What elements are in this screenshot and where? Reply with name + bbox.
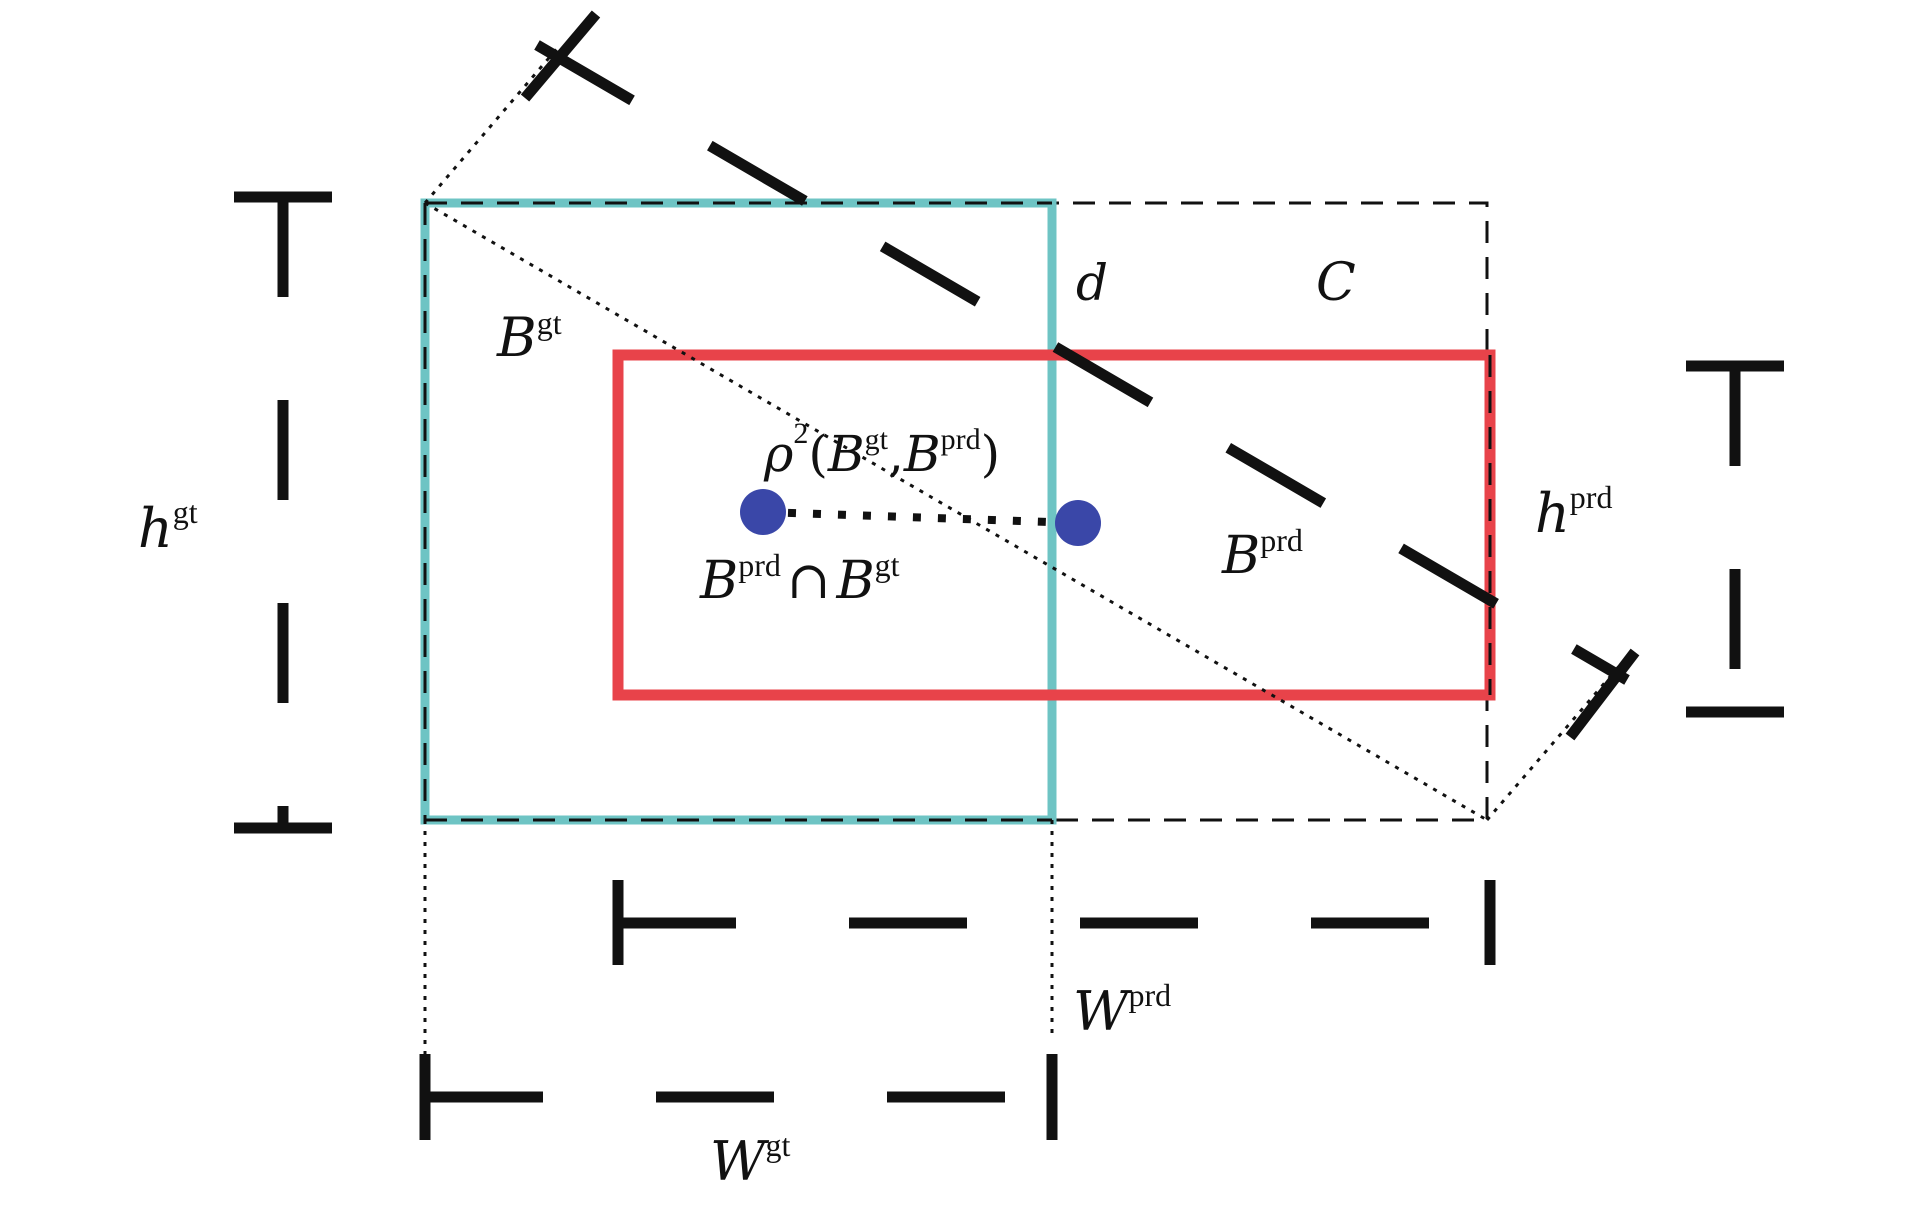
diagonal-connector-top — [423, 44, 562, 204]
label-b-gt: Bgt — [496, 305, 562, 369]
enclosing-box-diagonal — [424, 201, 1488, 822]
height-dimension-gt — [234, 191, 332, 834]
label-w-gt: Wgt — [710, 1127, 791, 1193]
label-h-gt: hgt — [138, 494, 198, 560]
diagonal-dimension-d — [520, 10, 1640, 741]
label-rho-distance: ρ2(Bgt,Bprd) — [763, 417, 1000, 483]
label-c: C — [1316, 253, 1356, 313]
label-b-prd: Bprd — [1221, 522, 1303, 586]
predicted-box — [612, 349, 1496, 701]
width-dimension-prd — [612, 880, 1496, 965]
ground-truth-center-point — [740, 489, 786, 535]
height-dimension-prd — [1686, 360, 1784, 718]
diagonal-connector-bottom — [1485, 664, 1622, 821]
center-distance-line — [762, 508, 1079, 527]
label-intersection: Bprd∩Bgt — [699, 547, 900, 611]
predicted-center-point — [1055, 500, 1101, 546]
label-d: d — [1076, 254, 1108, 312]
label-h-prd: hprd — [1535, 479, 1612, 545]
width-dimension-gt — [419, 1054, 1058, 1140]
label-w-prd: Wprd — [1073, 977, 1171, 1043]
